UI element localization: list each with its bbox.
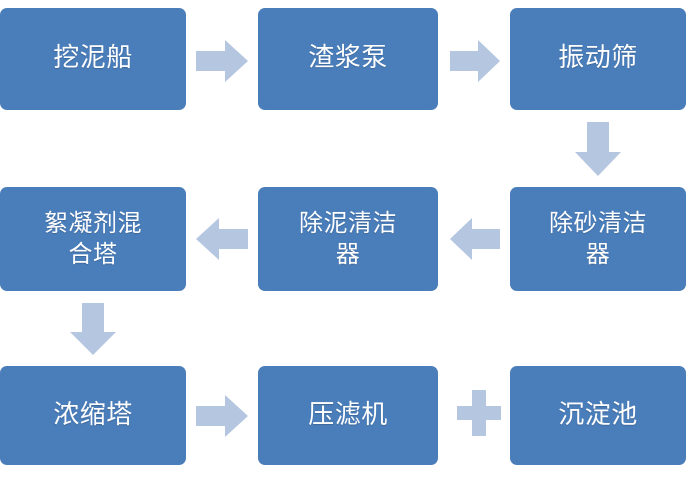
node-label: 除砂清洁 器 (549, 209, 647, 268)
node-dredger[interactable]: 挖泥船 (0, 8, 186, 110)
node-desilting-cleaner[interactable]: 除泥清洁 器 (258, 187, 438, 291)
arrow-right-dredger-to-slurry-pump (196, 40, 248, 82)
node-label: 渣浆泵 (308, 43, 388, 74)
node-label: 除泥清洁 器 (299, 209, 397, 268)
plus-icon-filter-press-and-sedimentation-tank (457, 390, 501, 440)
arrow-right-thickening-to-filter-press (196, 395, 248, 437)
node-label: 压滤机 (308, 399, 388, 430)
arrow-left-desilting-to-flocculant (196, 218, 248, 260)
node-label: 振动筛 (558, 43, 638, 74)
arrow-down-flocculant-to-thickening-tower (70, 303, 116, 355)
node-label: 浓缩塔 (53, 399, 133, 430)
node-label: 挖泥船 (53, 43, 133, 74)
node-label: 沉淀池 (558, 399, 638, 430)
node-filter-press[interactable]: 压滤机 (258, 366, 438, 465)
node-vibrating-screen[interactable]: 振动筛 (510, 8, 686, 110)
node-sedimentation-tank[interactable]: 沉淀池 (510, 366, 686, 465)
arrow-down-vibrating-screen-to-desanding-cleaner (575, 122, 621, 176)
node-label: 絮凝剂混 合塔 (44, 209, 142, 268)
arrow-left-desanding-to-desilting (450, 218, 500, 260)
node-desanding-cleaner[interactable]: 除砂清洁 器 (510, 187, 686, 291)
arrow-right-slurry-pump-to-vibrating-screen (450, 40, 500, 82)
node-slurry-pump[interactable]: 渣浆泵 (258, 8, 438, 110)
node-flocculant-mixing-tower[interactable]: 絮凝剂混 合塔 (0, 187, 186, 291)
node-thickening-tower[interactable]: 浓缩塔 (0, 366, 186, 465)
